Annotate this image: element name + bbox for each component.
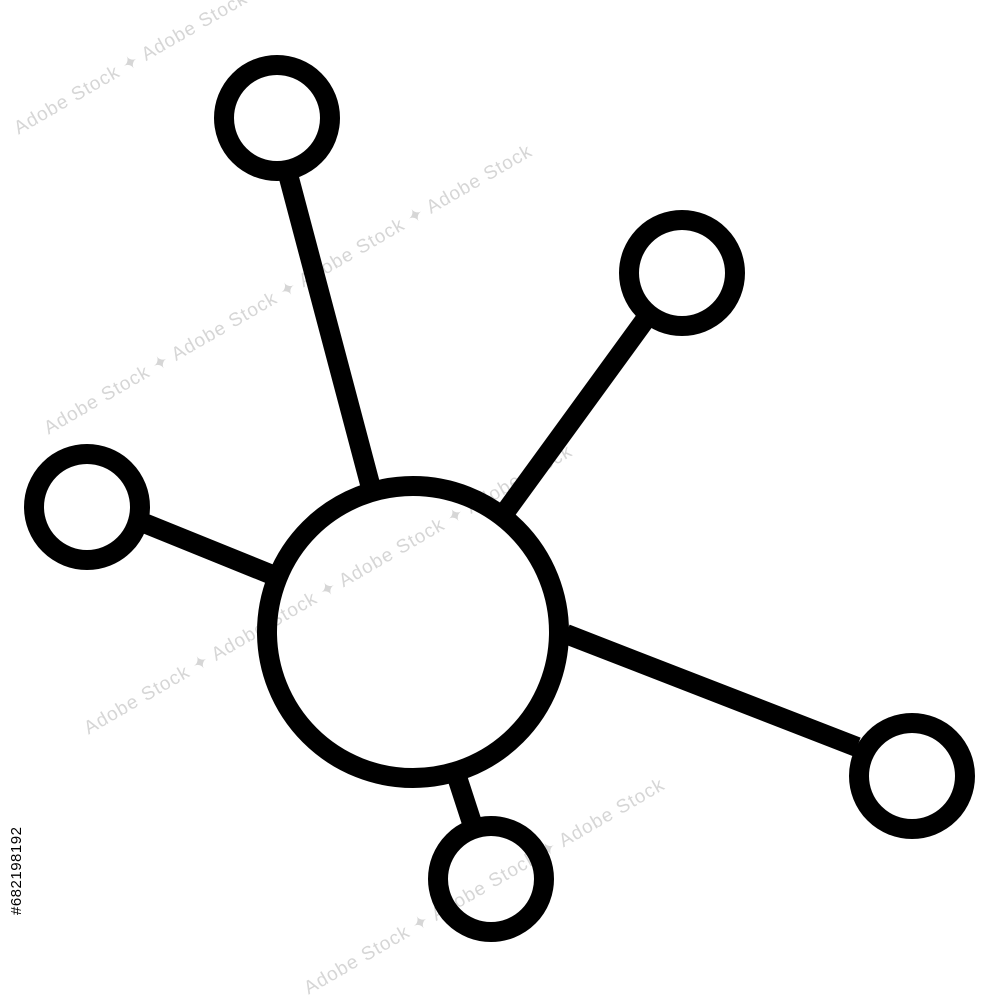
node-top-right (619, 210, 745, 336)
connector-top-right (497, 314, 654, 517)
node-right (849, 713, 975, 839)
central-node (257, 476, 569, 788)
node-left (24, 444, 150, 570)
stock-id-label: #682198192 (8, 826, 25, 915)
connector-bottom (448, 776, 482, 827)
connector-right (562, 624, 861, 757)
connector-left (140, 513, 274, 584)
node-top-left (214, 55, 340, 181)
node-bottom (428, 816, 554, 942)
connector-top-left (279, 175, 380, 487)
